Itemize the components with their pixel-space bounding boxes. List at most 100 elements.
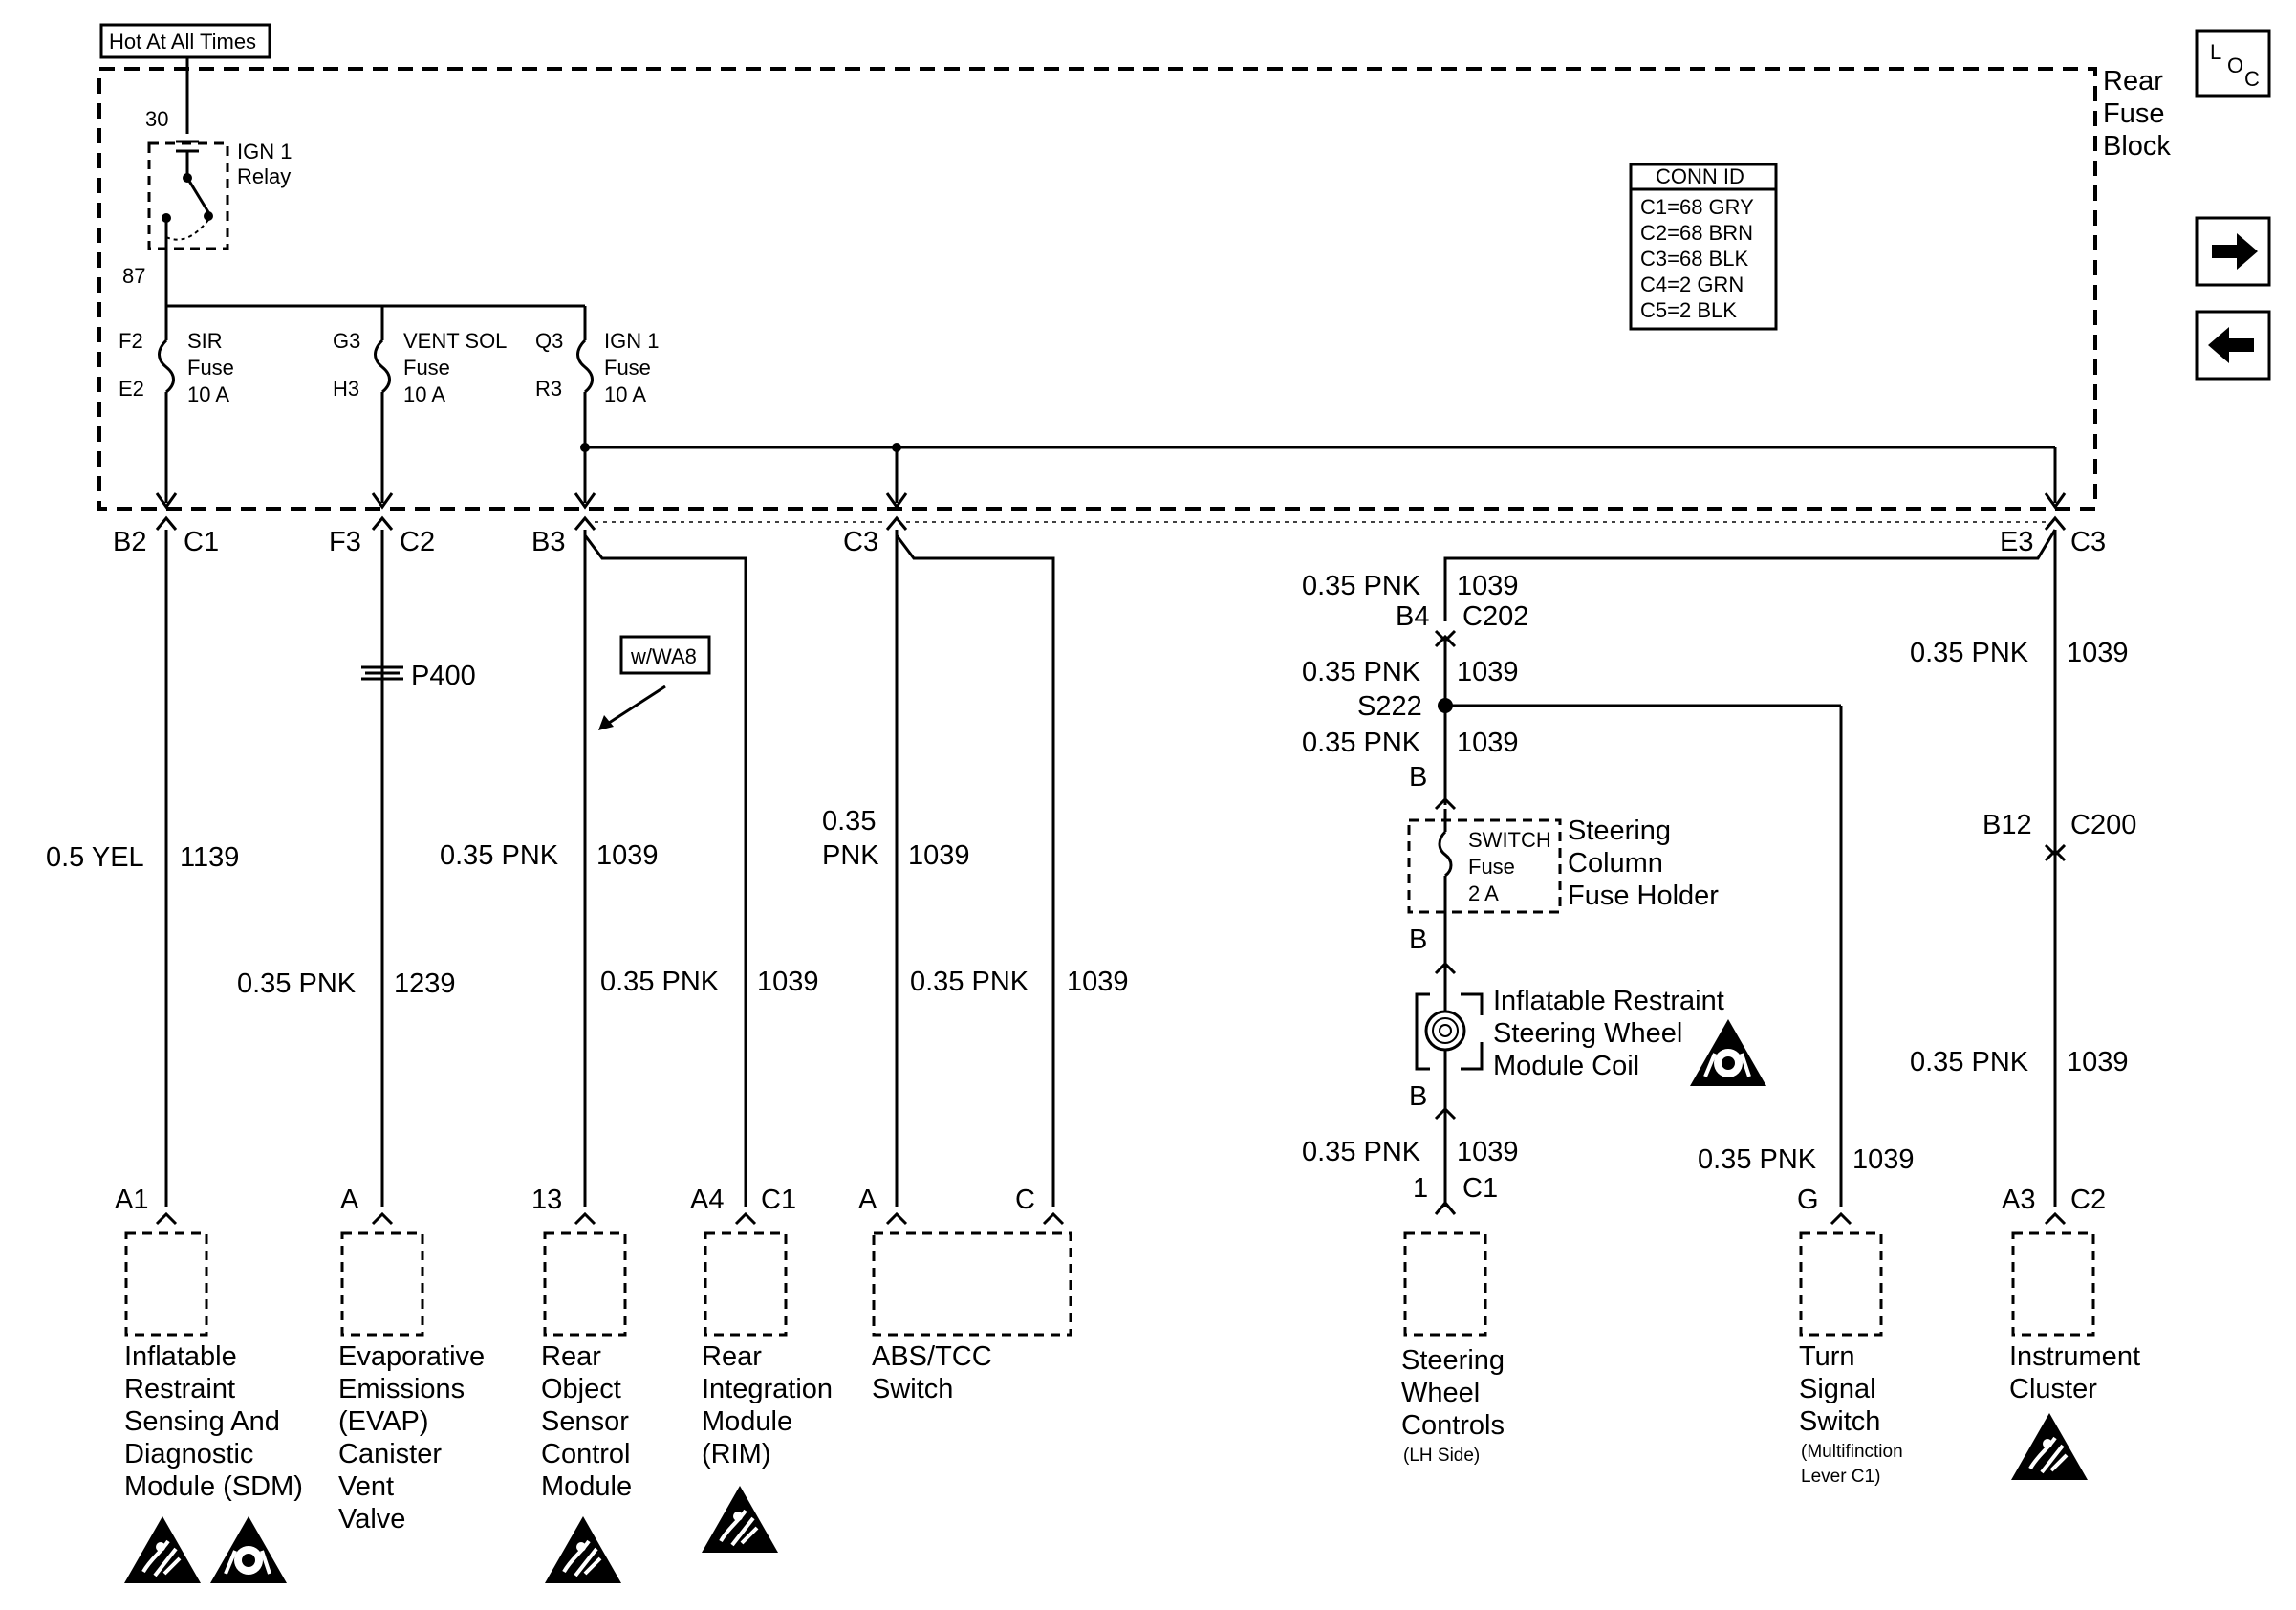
switch-fuse-1: SWITCH [1468,828,1551,852]
rim-name-3: Module [702,1406,792,1437]
rear-object-esd-icon [543,1514,623,1585]
c1-bottom-pin: 1 [1413,1173,1428,1204]
out-b2-pin: B2 [113,527,146,557]
rim-pin: A4 [690,1185,724,1215]
loc-l: L [2210,40,2221,64]
sdm-airbag-icon [208,1514,289,1585]
out-b2-conn: C1 [184,527,219,557]
wire-rim-circuit: 1039 [757,967,819,997]
abs-name-1: ABS/TCC [872,1341,992,1372]
fuse-vent-name-3: 10 A [403,382,445,406]
fuse-ign1-name-2: Fuse [604,356,651,380]
wire-c1-gauge: 0.35 PNK [1302,1137,1421,1167]
fuse-sir-pin-bottom: E2 [119,377,144,401]
arrow-left-icon[interactable] [2195,310,2271,381]
p400-label: P400 [411,661,476,691]
fuse-ign1-name-3: 10 A [604,382,646,406]
wire-c202-circuit: 1039 [1457,571,1519,601]
sdm-name-4: Diagnostic [124,1439,253,1469]
location-icon[interactable]: L O C [2195,29,2271,98]
wire-cluster-circuit: 1039 [2067,1047,2129,1077]
wire-sdm-gauge: 0.5 YEL [46,842,144,873]
wire-c1-circuit: 1039 [1457,1137,1519,1167]
abs-pin-c: C [1015,1185,1035,1215]
steering-controls-name-3: Controls [1401,1410,1505,1441]
abs-pin-a: A [858,1185,877,1215]
c202-conn: C202 [1462,601,1528,632]
conn-id-row-2: C2=68 BRN [1640,221,1753,245]
coil-name-2: Steering Wheel [1493,1018,1682,1049]
ign1-relay-box [147,141,229,250]
coil-name-1: Inflatable Restraint [1493,986,1724,1016]
cluster-pin: A3 [2002,1185,2035,1215]
sdm-pin: A1 [115,1185,148,1215]
fuse-holder-3: Fuse Holder [1568,881,1719,911]
arrow-right-icon[interactable] [2195,216,2271,287]
fuse-holder-2: Column [1568,848,1663,879]
turn-name-3: Switch [1799,1406,1880,1437]
relay-name-2: Relay [237,164,291,188]
hot-at-all-times-box [99,23,271,59]
switch-fuse-3: 2 A [1468,881,1499,905]
fuse-ign1-name-1: IGN 1 [604,329,659,353]
steering-controls-sub-1: (LH Side) [1403,1446,1480,1466]
turn-name-1: Turn [1799,1341,1855,1372]
fuse-ign1-pin-bottom: R3 [535,377,562,401]
fuse-holder-1: Steering [1568,816,1671,846]
wire-abs-c-gauge: 0.35 PNK [910,967,1029,997]
evap-name-2: Emissions [338,1374,465,1404]
evap-name-5: Vent [338,1471,394,1502]
rear-object-name-3: Sensor [541,1406,629,1437]
sdm-name-1: Inflatable [124,1341,237,1372]
wire-e3-gauge: 0.35 PNK [1910,638,2029,668]
rear-fuse-block-title-2: Fuse [2103,98,2164,129]
wire-s222-in-gauge: 0.35 PNK [1302,657,1421,687]
conn-id-table [1629,163,1778,331]
splice-s222-label: S222 [1357,691,1422,722]
rim-esd-icon [700,1484,780,1555]
conn-id-row-1: C1=68 GRY [1640,195,1754,219]
wire-abs-gauge-2: PNK [822,840,879,871]
abs-name-2: Switch [872,1374,953,1404]
evap-pin: A [340,1185,359,1215]
steering-controls-box [1403,1231,1487,1337]
wire-b3-main-gauge: 0.35 PNK [440,840,559,871]
rear-fuse-block-title-1: Rear [2103,66,2163,97]
c200-conn: C200 [2070,810,2136,840]
option-wa8-box [619,635,711,675]
steering-controls-name-1: Steering [1401,1345,1505,1376]
option-wa8-label: w/WA8 [630,644,697,668]
turn-sub-2: Lever C1) [1801,1467,1880,1487]
rear-object-pin: 13 [531,1185,562,1215]
wire-abs-gauge-1: 0.35 [822,806,876,837]
rear-object-box [543,1231,627,1337]
rear-object-name-2: Object [541,1374,621,1404]
wire-c202-gauge: 0.35 PNK [1302,571,1421,601]
turn-sub-1: (Multifinction [1801,1442,1903,1462]
fuse-sir-name-2: Fuse [187,356,234,380]
evap-name-6: Valve [338,1504,405,1534]
rear-fuse-block-title-3: Block [2103,131,2171,162]
conn-id-row-5: C5=2 BLK [1640,298,1737,322]
clockspring-icon [1424,1010,1466,1052]
wire-evap-gauge: 0.35 PNK [237,968,357,999]
wire-sdm-circuit: 1139 [180,842,239,873]
sdm-esd-icon [122,1514,203,1585]
wire-s222-out-gauge: 0.35 PNK [1302,728,1421,758]
p400-passthrough [361,665,403,681]
out-f3-conn: C2 [400,527,435,557]
wire-s222-out-circuit: 1039 [1457,728,1519,758]
rear-object-name-1: Rear [541,1341,601,1372]
switch-fuse-2: Fuse [1468,855,1515,879]
loc-c: C [2244,67,2260,91]
fuse-vent-name-1: VENT SOL [403,329,507,353]
fuse-sir-name-3: 10 A [187,382,229,406]
holder-in-pin: B [1409,762,1427,793]
relay-name-1: IGN 1 [237,140,292,163]
rim-name-4: (RIM) [702,1439,770,1469]
rear-fuse-block-frame [97,67,2097,511]
turn-name-2: Signal [1799,1374,1876,1404]
turn-pin: G [1797,1185,1819,1215]
abs-box [872,1231,1072,1337]
out-e3-conn: C3 [2070,527,2106,557]
